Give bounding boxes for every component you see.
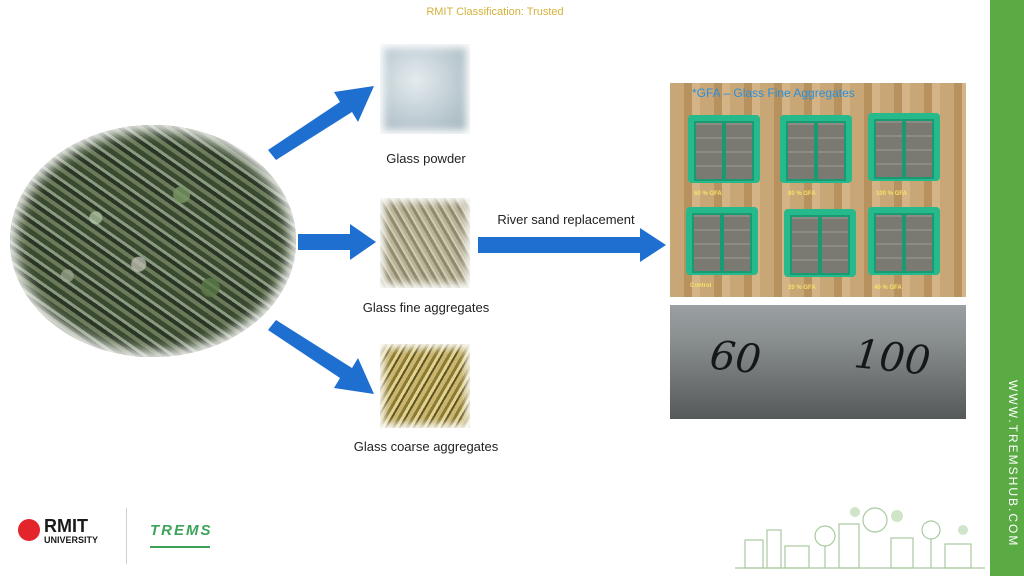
eco-city-illustration [735,507,985,569]
arrow-to-powder [268,86,374,160]
website-link[interactable]: WWW.TREMSHUB.COM [1006,380,1020,548]
tested-cube-left-image: 60 [670,305,822,419]
rmit-logo-subtext: UNIVERSITY [44,535,99,545]
logo-divider [126,508,127,564]
glass-powder-label: Glass powder [386,151,466,166]
tested-cube-right-image: 100 [814,305,966,419]
mold-label: 40 % GFA [874,285,902,291]
mold-label: 80 % GFA [788,191,816,197]
mold-control [686,207,758,275]
mold-label: 100 % GFA [876,191,908,197]
mold-40-gfa [868,207,940,275]
rmit-logo-text: RMIT [44,516,88,536]
cube-marking: 100 [851,331,933,385]
rmit-pixel-icon [18,519,40,541]
crushed-glass-pile-image [10,125,296,357]
glass-powder-image [380,44,470,134]
classification-label: RMIT Classification: Trusted [426,6,564,18]
mold-20-gfa [784,209,856,277]
mold-label: 20 % GFA [788,285,816,291]
mold-label: 60 % GFA [694,191,722,197]
mold-60-gfa [688,115,760,183]
arrow-to-fine [298,224,376,260]
mold-80-gfa [780,115,852,183]
glass-fine-aggregates-label: Glass fine aggregates [362,300,490,315]
mold-label: Control [690,283,712,289]
green-sidebar: WWW.TREMSHUB.COM [990,0,1024,576]
arrow-to-coarse [268,320,374,394]
glass-fine-aggregates-image [380,198,470,288]
cube-marking: 60 [707,332,764,384]
mortar-mold-board-image: *GFA – Glass Fine Aggregates 60 % GFA 80… [670,83,966,297]
glass-coarse-aggregates-label: Glass coarse aggregates [353,439,499,454]
mold-100-gfa [868,113,940,181]
river-sand-replacement-label: River sand replacement [497,212,635,227]
glass-coarse-aggregates-image [380,344,470,428]
board-title: *GFA – Glass Fine Aggregates [692,86,855,100]
trems-logo: TREMS [150,522,213,539]
arrow-river-sand [478,228,666,262]
trems-logo-underline [150,546,210,548]
